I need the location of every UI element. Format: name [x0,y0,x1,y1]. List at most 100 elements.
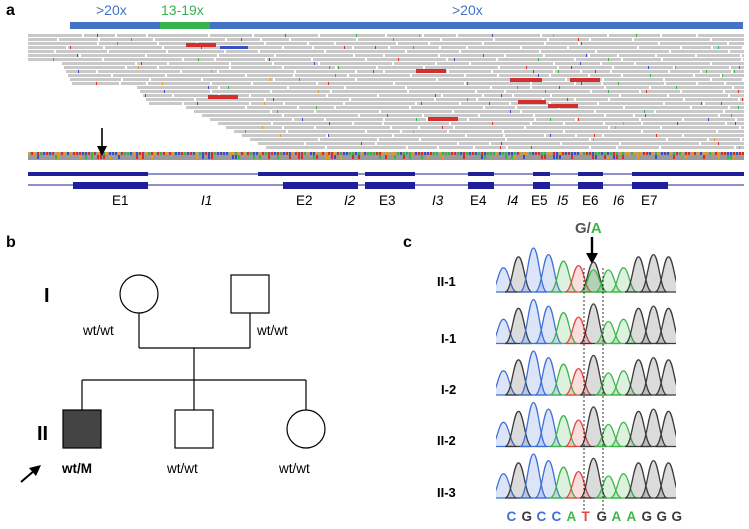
alt-allele-peak [579,269,608,293]
genotype-II-3: wt/wt [279,461,310,476]
chromatogram-peak [579,354,608,396]
sequence-base: G [641,509,653,524]
read-alignment-view [28,32,744,192]
split-read [548,104,578,108]
split-read [186,43,216,47]
trace-label-2: I-1 [441,331,457,346]
chromatogram-peak [564,316,593,345]
genotype-II-2: wt/wt [167,461,198,476]
feature-E3: E3 [379,193,396,208]
coverage-label-2: 13-19x [161,2,204,18]
generation-I-label: I [44,285,50,307]
chromatogram-peak [609,421,638,448]
coverage-label-1: >20x [96,2,127,18]
sequence-base: G [521,509,533,524]
genotype-II-1: wt/M [62,461,92,476]
individual-II-2-symbol [174,409,214,449]
chromatogram-peak [564,470,593,499]
individual-II-1-symbol [62,409,102,449]
trace-label-1: II-1 [437,274,456,289]
chromatogram-peak [609,370,638,396]
chromatogram-peak [579,303,608,345]
split-read [208,95,238,99]
sequence-base: A [566,509,577,524]
trace-label-5: II-3 [437,485,456,500]
feature-I6: I6 [613,193,625,208]
feature-E6: E6 [582,193,599,208]
chromatogram-trace [496,247,676,293]
sequence-base: G [656,509,668,524]
sequence-base: G [596,509,608,524]
feature-E5: E5 [531,193,548,208]
variant-slash: / [586,220,591,237]
chromatogram-trace [496,298,676,345]
feature-I1: I1 [201,193,213,208]
sequence-base: G [671,509,683,524]
variant-position-arrow-icon [586,237,598,264]
chromatogram-peak [654,256,676,293]
feature-I2: I2 [344,193,356,208]
variant-ref: G [575,220,587,237]
chromatogram-peak [609,318,638,345]
chromatogram-peak [654,410,676,448]
chromatogram-peak [579,406,608,448]
sequence-base: C [536,509,547,524]
chromatogram-peak [496,473,518,499]
proband-arrow-icon [29,465,41,476]
coverage-bar-high-2 [210,22,743,29]
chromatogram-trace [496,350,676,396]
chromatogram-peak [496,421,518,448]
chromatogram-trace [496,401,676,448]
genotype-I-1: wt/wt [83,323,114,338]
feature-I5: I5 [557,193,569,208]
chromatogram-peak [654,307,676,345]
coverage-label-3: >20x [452,2,483,18]
feature-E2: E2 [296,193,313,208]
chromatogram-peak [654,359,676,396]
split-read [510,78,542,82]
chromatogram-peak [609,473,638,499]
chromatogram-peak [496,267,518,293]
chromatogram-peak [496,318,518,345]
trace-label-4: II-2 [437,433,456,448]
variant-alt: A [590,220,602,237]
trace-label-3: I-2 [441,382,457,397]
panel-a-letter: a [6,2,15,19]
sequence-base: A [611,509,622,524]
variant-arrow-icon [97,128,107,156]
feature-E1: E1 [112,193,129,208]
pedigree-tree [20,274,326,483]
chromatogram-peak [579,457,608,499]
split-read [570,78,600,82]
feature-E4: E4 [470,193,487,208]
feature-E7: E7 [641,193,658,208]
feature-I3: I3 [432,193,444,208]
sequence-base: C [506,509,517,524]
split-read [416,69,446,73]
generation-II-label: II [37,423,49,445]
chromatogram-peak [496,370,518,396]
sequence-base: T [581,509,590,524]
variant-label: G/A [575,220,602,237]
panel-b-letter: b [6,234,16,251]
individual-I-1-symbol [119,274,159,314]
chromatogram-peak [564,419,593,448]
chromatogram-peak [564,367,593,396]
coverage-bar-high-1 [70,22,160,29]
genotype-I-2: wt/wt [257,323,288,338]
insert-read [220,46,248,49]
chromatograms [496,247,676,512]
individual-II-3-symbol [286,409,326,449]
sequence-base: C [551,509,562,524]
individual-I-2-symbol [230,274,270,314]
chromatogram-peak [654,462,676,499]
feature-I4: I4 [507,193,519,208]
split-read [518,100,546,104]
split-read [428,117,458,121]
chromatogram-peak [609,267,638,293]
sequence-base: A [626,509,637,524]
chromatogram-trace [496,453,676,499]
panel-c-letter: c [403,234,412,251]
